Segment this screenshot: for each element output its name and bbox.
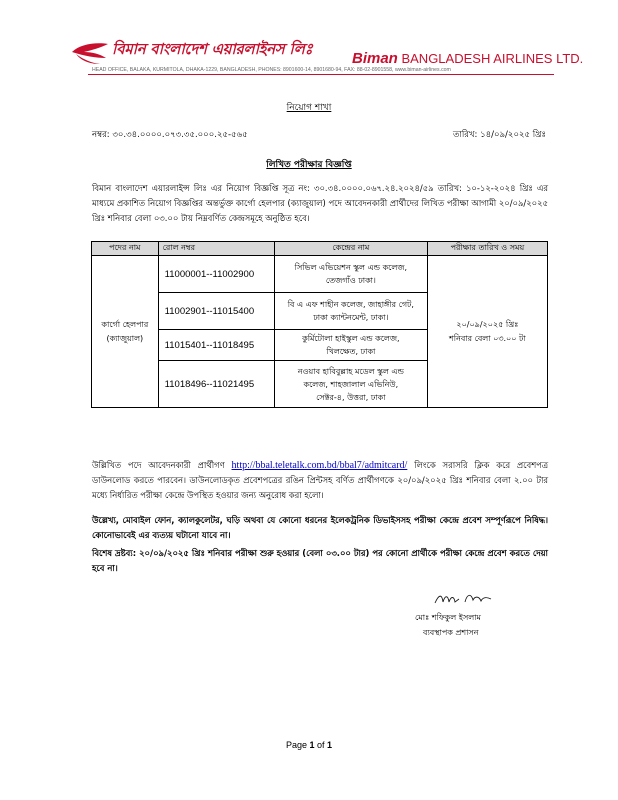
letterhead-divider bbox=[88, 74, 554, 75]
exam-center-table: পদের নাম রোল নম্বর কেন্দ্রের নাম পরীক্ষা… bbox=[91, 241, 549, 408]
memo-number: নম্বর: ৩০.৩৪.০০০০.০৭৩.৩৫.০০০.২৫-৫৬৫ bbox=[92, 130, 248, 140]
biman-logo-icon bbox=[72, 43, 108, 64]
post-name-cell: কার্গো হেলপার (ক্যাজুয়াল) bbox=[91, 255, 159, 408]
intro-paragraph: বিমান বাংলাদেশ এয়ারলাইন্স লিঃ এর নিয়োগ… bbox=[92, 183, 548, 223]
exam-date: ২০/০৯/২০২৫ খ্রিঃ bbox=[456, 319, 519, 329]
brand-name-english: Biman BANGLADESH AIRLINES LTD. bbox=[352, 50, 583, 67]
exam-time: শনিবার বেলা ০৩.০০ টা bbox=[449, 333, 526, 343]
page-number: Page 1 of 1 bbox=[285, 740, 333, 750]
roll-range: 11002901--11015400 bbox=[157, 292, 275, 330]
roll-range: 11015401--11018495 bbox=[157, 329, 275, 361]
department-heading: নিয়োগ শাখা bbox=[286, 103, 332, 113]
header-datetime: পরীক্ষার তারিখ ও সময় bbox=[426, 241, 549, 256]
post-name: কার্গো হেলপার bbox=[101, 319, 149, 329]
brand-bangladesh-airlines: BANGLADESH AIRLINES LTD. bbox=[401, 51, 584, 66]
table-row: 11018496--11021495 নওয়াব হাবিবুল্লাহ মড… bbox=[92, 360, 548, 408]
admit-card-instruction: উল্লিখিত পদে আবেদনকারী প্রার্থীগণ http:/… bbox=[92, 460, 548, 500]
device-warning: উল্লেখ্য, মোবাইল ফোন, ক্যালকুলেটর, ঘড়ি … bbox=[92, 515, 548, 540]
header-roll: রোল নম্বর bbox=[157, 241, 275, 256]
table-header-row: পদের নাম রোল নম্বর কেন্দ্রের নাম পরীক্ষা… bbox=[91, 241, 549, 256]
table-row: 11015401--11018495 কুর্মিটোলা হাইস্কুল এ… bbox=[92, 329, 548, 361]
notice-title: লিখিত পরীক্ষার বিজ্ঞপ্তি bbox=[266, 160, 352, 170]
table-row: কার্গো হেলপার (ক্যাজুয়াল) 11000001--110… bbox=[91, 255, 549, 408]
center-name: সিভিল এভিয়েশন স্কুল এন্ড কলেজ,তেজগাঁও ঢ… bbox=[273, 255, 428, 293]
center-name: বি এ এফ শাহীন কলেজ, জাহাঙ্গীর গেট,ঢাকা ক… bbox=[273, 292, 428, 330]
head-office-address: HEAD OFFICE, BALAKA, KURMITOLA, DHAKA-12… bbox=[92, 67, 451, 73]
header-center: কেন্দ্রের নাম bbox=[273, 241, 428, 256]
brand-name-bangla: বিমান বাংলাদেশ এয়ারলাইনস লিঃ bbox=[112, 40, 313, 58]
header-post: পদের নাম bbox=[91, 241, 159, 256]
special-note: বিশেষ দ্রষ্টব্য: ২০/০৯/২০২৫ খ্রিঃ শনিবার… bbox=[92, 548, 548, 573]
signatory-name: মোঃ শফিকুল ইসলাম bbox=[415, 613, 481, 622]
brand-biman: Biman bbox=[352, 50, 398, 67]
admit-card-link[interactable]: http://bbal.teletalk.com.bd/bbal7/admitc… bbox=[231, 460, 408, 471]
table-row: 11002901--11015400 বি এ এফ শাহীন কলেজ, জ… bbox=[92, 292, 548, 330]
signatory-title: ব্যবস্থাপক প্রশাসন bbox=[423, 628, 479, 637]
memo-date: তারিখ: ১৪/০৯/২০২৫ খ্রিঃ bbox=[453, 130, 546, 140]
signature-scribble bbox=[434, 594, 492, 604]
roll-range: 11000001--11002900 bbox=[157, 255, 275, 293]
roll-range: 11018496--11021495 bbox=[157, 360, 275, 408]
exam-datetime-cell: ২০/০৯/২০২৫ খ্রিঃ শনিবার বেলা ০৩.০০ টা bbox=[426, 255, 549, 408]
post-type: (ক্যাজুয়াল) bbox=[106, 333, 144, 343]
center-name: কুর্মিটোলা হাইস্কুল এন্ড কলেজ,খিলক্ষেত, … bbox=[273, 329, 428, 361]
